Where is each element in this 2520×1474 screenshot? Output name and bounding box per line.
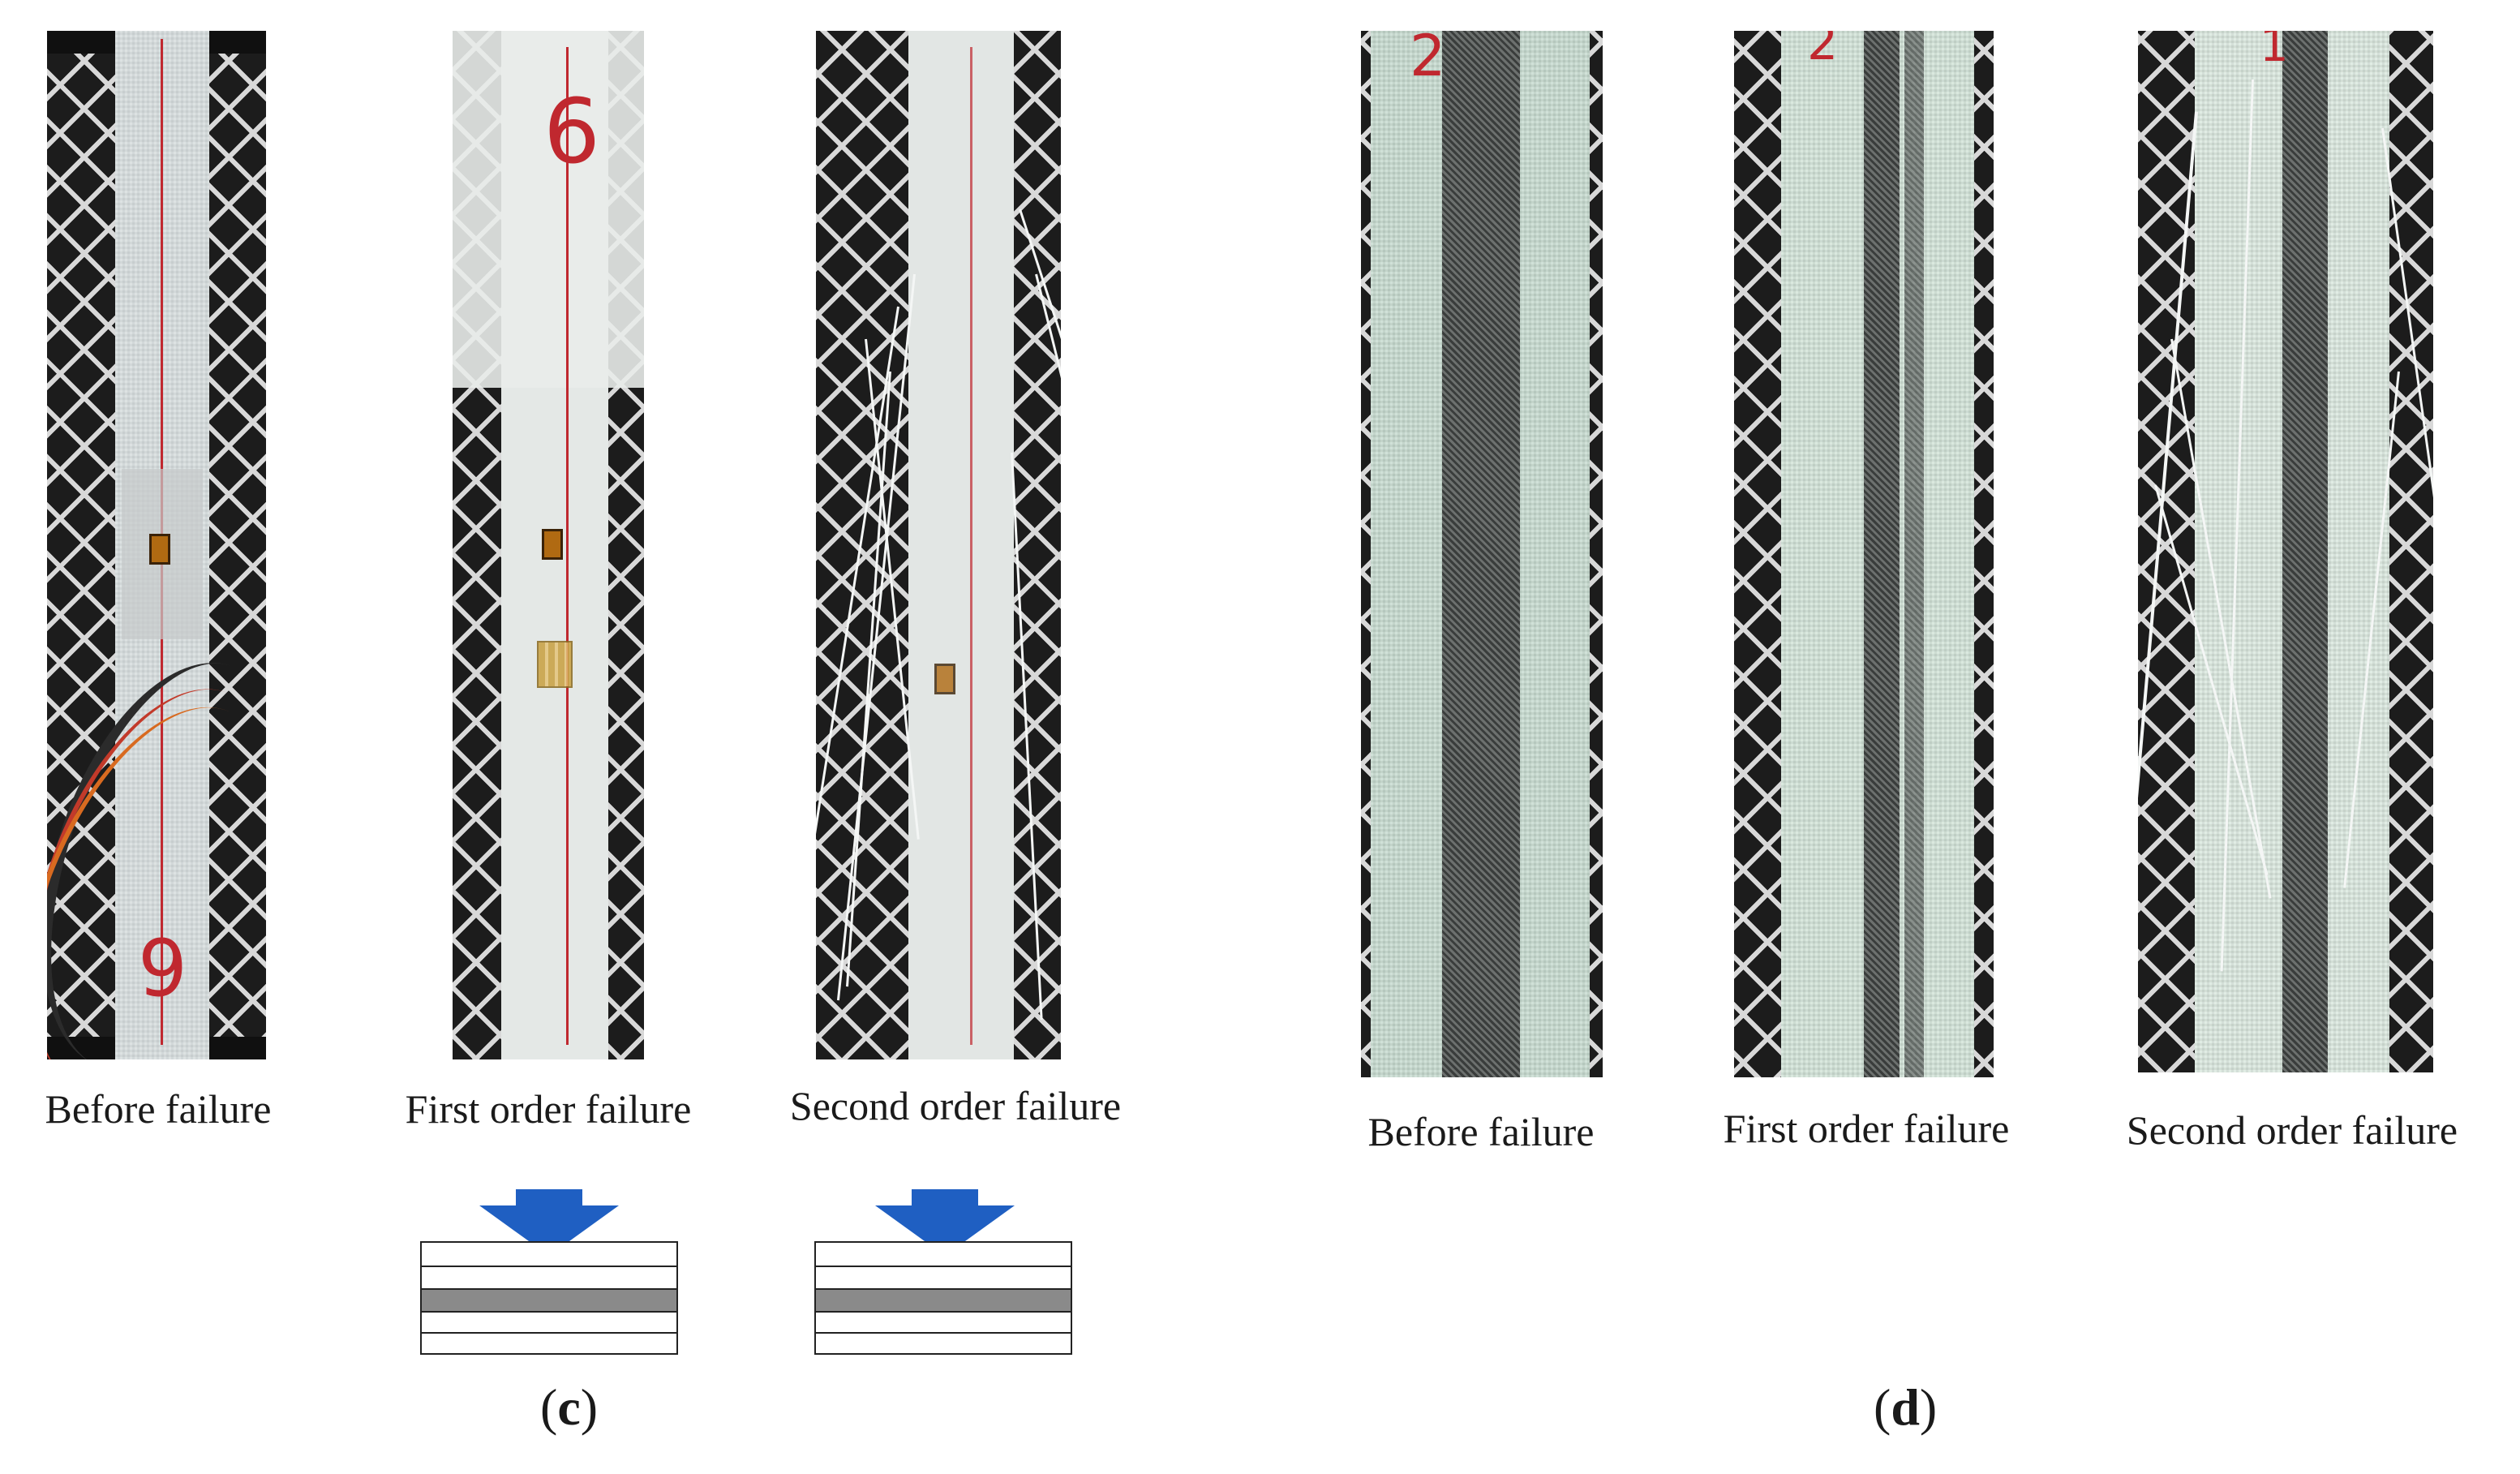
strain-gauge-rosette xyxy=(537,641,573,688)
caption-c-first-order-failure: First order failure xyxy=(405,1086,692,1132)
strain-gauge xyxy=(934,664,955,694)
laminate-cross-section-icon xyxy=(420,1241,678,1355)
caption-d-second-order-failure: Second order failure xyxy=(2126,1107,2458,1153)
photo-c-second-order-failure xyxy=(816,31,1061,1059)
caption-d-first-order-failure: First order failure xyxy=(1723,1106,2010,1151)
center-marker-line xyxy=(970,47,972,1045)
panel-label-c: (c) xyxy=(540,1378,599,1436)
carbon-fiber-band xyxy=(1864,31,1900,1077)
photo-d-second-order-failure: 1 xyxy=(2138,31,2433,1072)
strain-gauge xyxy=(149,534,170,565)
photo-d-before-failure: 2 xyxy=(1361,31,1603,1077)
specimen-number-mark: 2 xyxy=(1807,31,1839,71)
carbon-fiber-band xyxy=(1442,31,1520,1077)
specimen-number-mark: 2 xyxy=(1410,31,1446,89)
center-marker-line xyxy=(566,47,569,1045)
carbon-fiber-band xyxy=(1904,31,1924,1077)
caption-c-second-order-failure: Second order failure xyxy=(789,1083,1122,1128)
photo-c-before-failure: 9 xyxy=(47,31,266,1059)
photo-d-first-order-failure: 2 xyxy=(1734,31,1994,1077)
carbon-fiber-band xyxy=(2282,31,2328,1072)
fractured-specimen-strip xyxy=(908,31,1014,1059)
specimen-number-mark: 9 xyxy=(138,923,188,1014)
specimen-number-mark: 1 xyxy=(2260,31,2289,72)
photo-c-first-order-failure: 6 xyxy=(453,31,644,1059)
laminate-cross-section-icon xyxy=(814,1241,1072,1355)
strain-gauge xyxy=(542,529,563,560)
caption-d-before-failure: Before failure xyxy=(1367,1109,1595,1154)
caption-c-before-failure: Before failure xyxy=(45,1086,272,1132)
panel-label-d: (d) xyxy=(1874,1378,1938,1436)
strain-gauge-wires xyxy=(47,631,266,1059)
specimen-number-mark: 6 xyxy=(543,80,600,183)
